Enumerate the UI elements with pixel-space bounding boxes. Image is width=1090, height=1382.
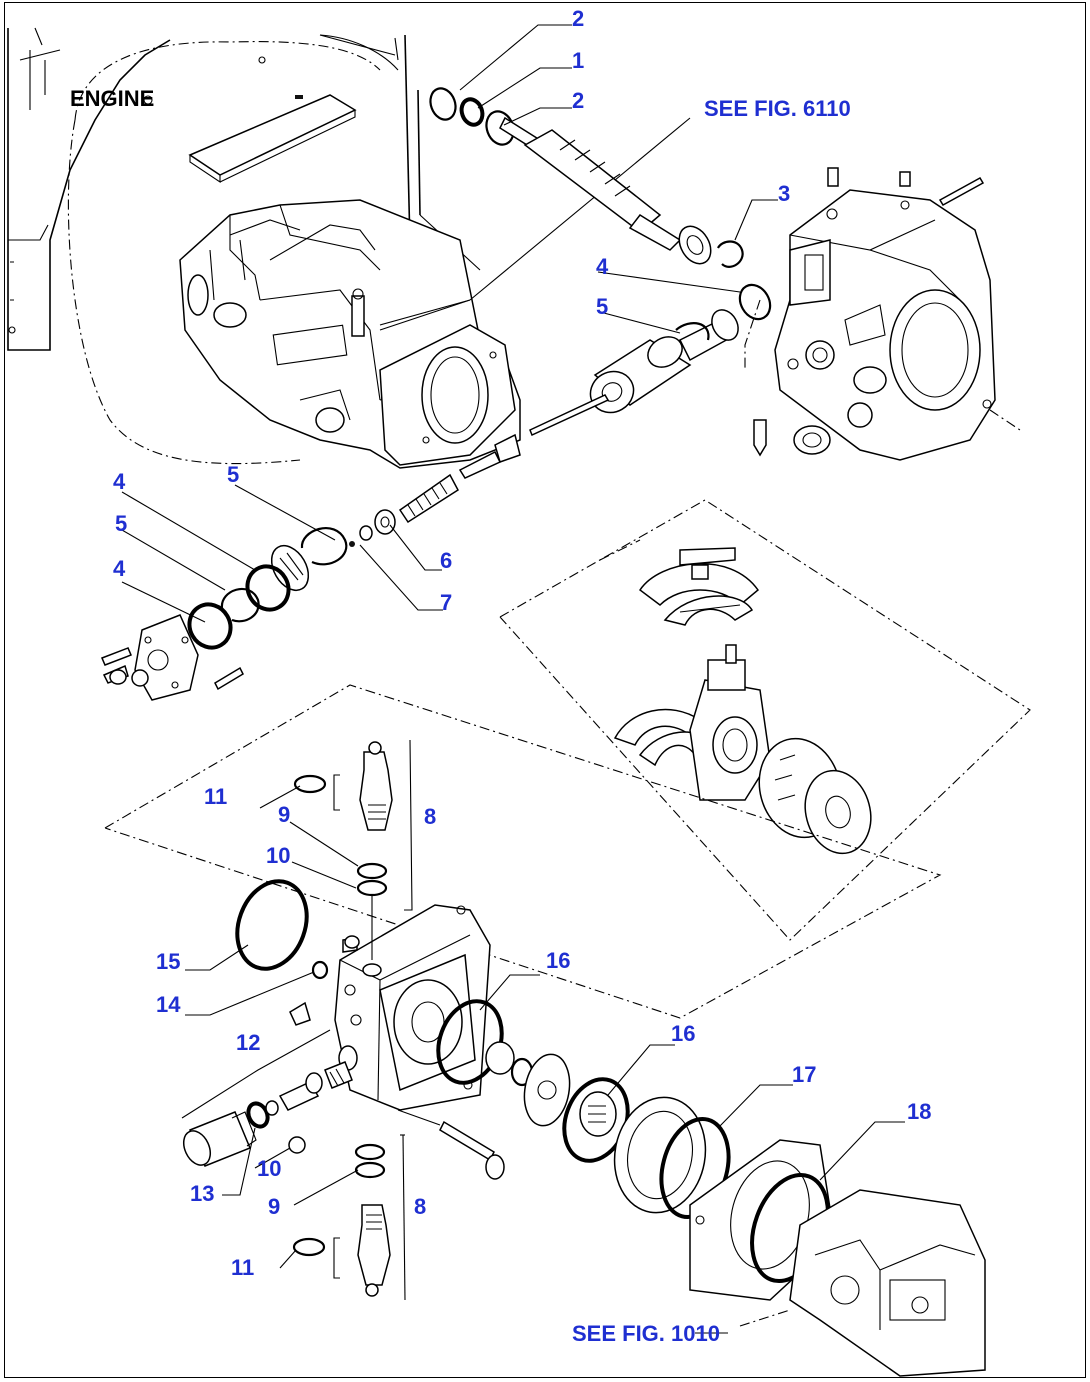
callout-4[interactable]: 4: [596, 254, 609, 279]
callout-4[interactable]: 4: [113, 469, 126, 494]
engine-housing: [7, 27, 481, 465]
relief-valve-upper: [293, 741, 393, 960]
o-ring-14: [311, 960, 329, 980]
callout-5[interactable]: 5: [596, 294, 609, 319]
callout-18[interactable]: 18: [907, 1099, 932, 1124]
callout-9[interactable]: 9: [268, 1194, 281, 1219]
callout-12[interactable]: 12: [236, 1030, 261, 1055]
callout-17[interactable]: 17: [792, 1062, 817, 1087]
callout-13[interactable]: 13: [190, 1181, 215, 1206]
callout-1[interactable]: 1: [572, 48, 585, 73]
leader-lines: [121, 24, 905, 1334]
callout-10[interactable]: 10: [266, 843, 291, 868]
gear-pump-adapter: [613, 1096, 986, 1377]
engine-label: ENGINE: [70, 86, 155, 111]
callout-11[interactable]: 11: [231, 1255, 255, 1280]
drive-shaft: [429, 87, 744, 268]
callout-16[interactable]: 16: [671, 1021, 696, 1046]
callout-11[interactable]: 11: [204, 784, 228, 809]
callout-2[interactable]: 2: [572, 88, 585, 113]
servo-piston: [458, 283, 772, 479]
callout-10[interactable]: 10: [257, 1156, 282, 1181]
pump-case: [744, 167, 1021, 461]
regulator-spring-stack: [101, 473, 459, 701]
callout-2[interactable]: 2: [572, 6, 585, 31]
callout-16[interactable]: 16: [546, 948, 571, 973]
callout-4[interactable]: 4: [113, 556, 126, 581]
callout-9[interactable]: 9: [278, 802, 291, 827]
plug-and-spool: [181, 1029, 353, 1167]
diagram-border: [4, 2, 1086, 1378]
callout-14[interactable]: 14: [156, 992, 181, 1017]
callout-7[interactable]: 7: [440, 590, 453, 615]
swash-plate-group: [499, 499, 1031, 941]
see-fig-6110-link[interactable]: SEE FIG. 6110: [704, 96, 851, 121]
callout-8[interactable]: 8: [424, 804, 437, 829]
callout-15[interactable]: 15: [156, 949, 181, 974]
relief-valve-lower: [292, 1143, 391, 1297]
callout-3[interactable]: 3: [778, 181, 791, 206]
callout-5[interactable]: 5: [227, 462, 240, 487]
valve-block: [104, 684, 942, 1154]
o-ring-15: [235, 879, 309, 971]
port-plate-stack: [397, 999, 630, 1180]
main-pump-assembly: [179, 199, 521, 469]
callout-8[interactable]: 8: [414, 1194, 427, 1219]
callout-6[interactable]: 6: [440, 548, 453, 573]
callout-5[interactable]: 5: [115, 511, 128, 536]
see-fig-1010-link[interactable]: SEE FIG. 1010: [572, 1321, 720, 1346]
